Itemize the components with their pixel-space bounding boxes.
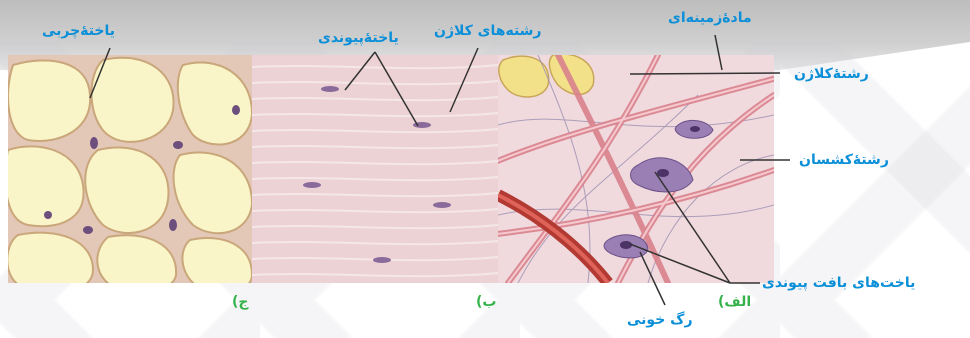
fat-cell-nucleus [173,141,183,149]
connective-cell-nucleus [373,257,391,263]
connective-cell-nucleus [303,182,321,188]
label-fat-cell: یاختۀچربی [42,24,115,38]
label-collagen-fibers: رشته‌های کلاژن [434,24,541,38]
cell-nucleus [620,241,632,249]
fat-cell-nucleus [44,211,52,219]
label-collagen-fiber: رشتۀکلاژن [794,67,869,81]
panel-label-c: ج) [232,295,249,309]
connective-cell-nucleus [413,122,431,128]
panel-label-a: الف) [718,295,751,309]
label-ground-substance: مادۀزمینه‌ای [668,11,752,25]
adipose-tissue-image [8,55,252,283]
fat-cell-nucleus [90,137,98,149]
fat-cell [85,147,168,233]
fat-cell-nucleus [83,226,93,234]
loose-connective-drawing [498,55,774,283]
label-connective-tissue-cells: یاخت‌های بافت پیوندی [762,276,915,290]
dense-connective-tissue-image [252,55,498,283]
label-blood-vessel: رگ خونی [627,313,693,327]
loose-connective-tissue-image [498,55,774,283]
dense-connective-drawing [252,55,498,283]
panel-label-b: ب) [476,295,496,309]
connective-cell-nucleus [321,86,339,92]
connective-cell-nucleus [433,202,451,208]
fat-cell-nucleus [169,219,177,231]
adipose-tissue-drawing [8,55,252,283]
fat-cell [8,60,90,140]
cell-nucleus [690,126,700,132]
cell-nucleus [657,169,669,177]
fat-cell-nucleus [232,105,240,115]
label-connective-cell: یاختۀپیوندی [318,31,399,45]
label-elastic-fiber: رشتۀکشسان [799,153,889,167]
